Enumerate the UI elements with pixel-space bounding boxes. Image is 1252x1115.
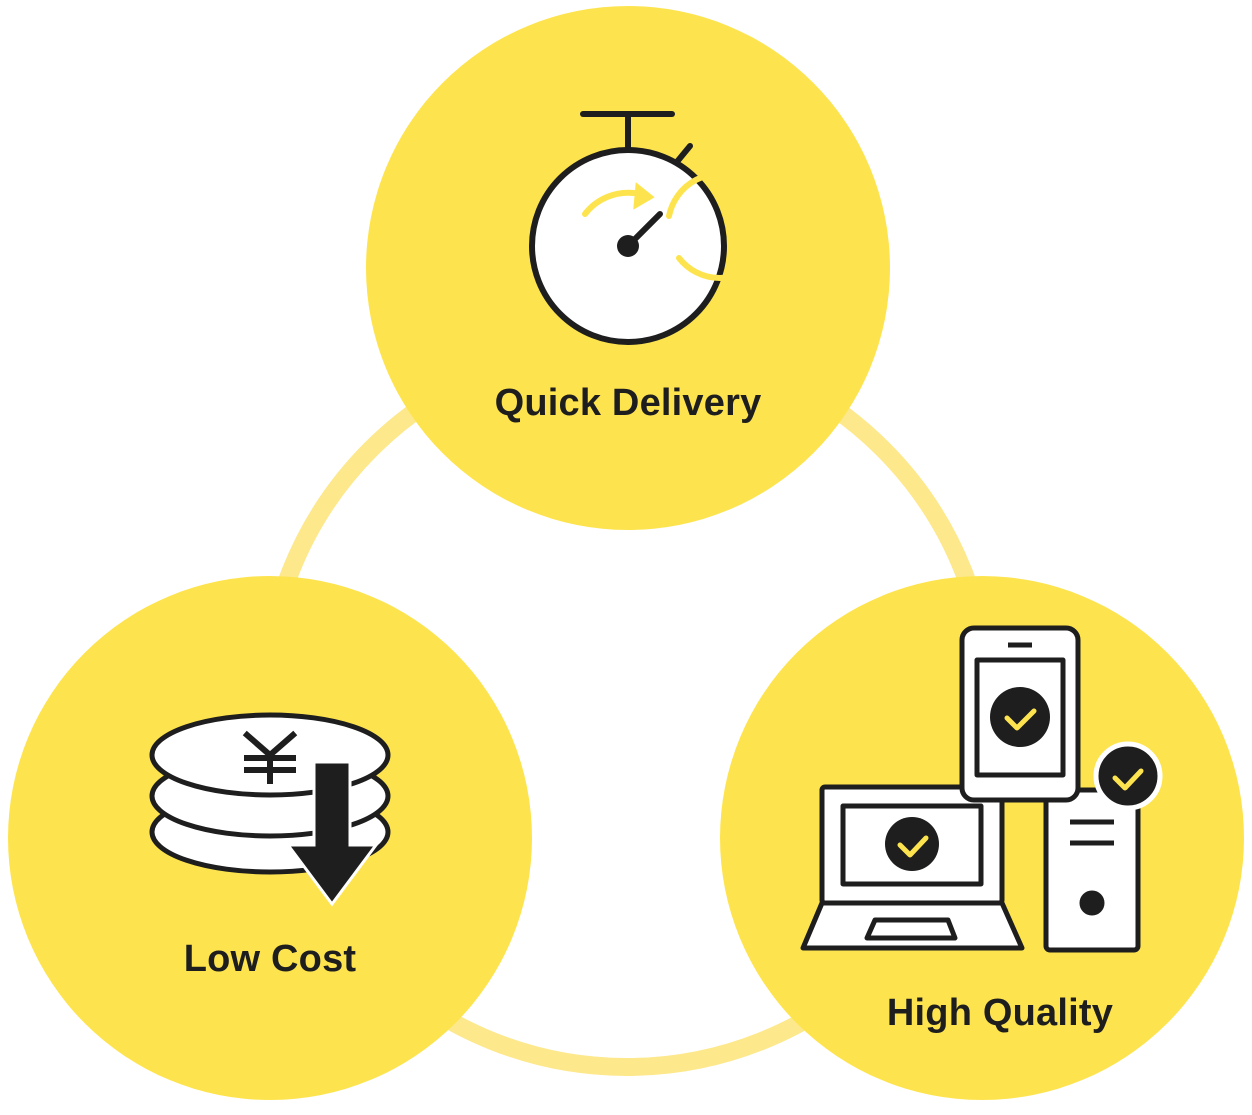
yen-coins-down-icon	[149, 712, 391, 907]
high-quality-label: High Quality	[886, 992, 1114, 1034]
quick-delivery-label: Quick Delivery	[494, 382, 762, 424]
devices-check-icon	[800, 625, 1163, 953]
low-cost-label: Low Cost	[183, 938, 357, 980]
stopwatch-icon	[529, 111, 775, 345]
